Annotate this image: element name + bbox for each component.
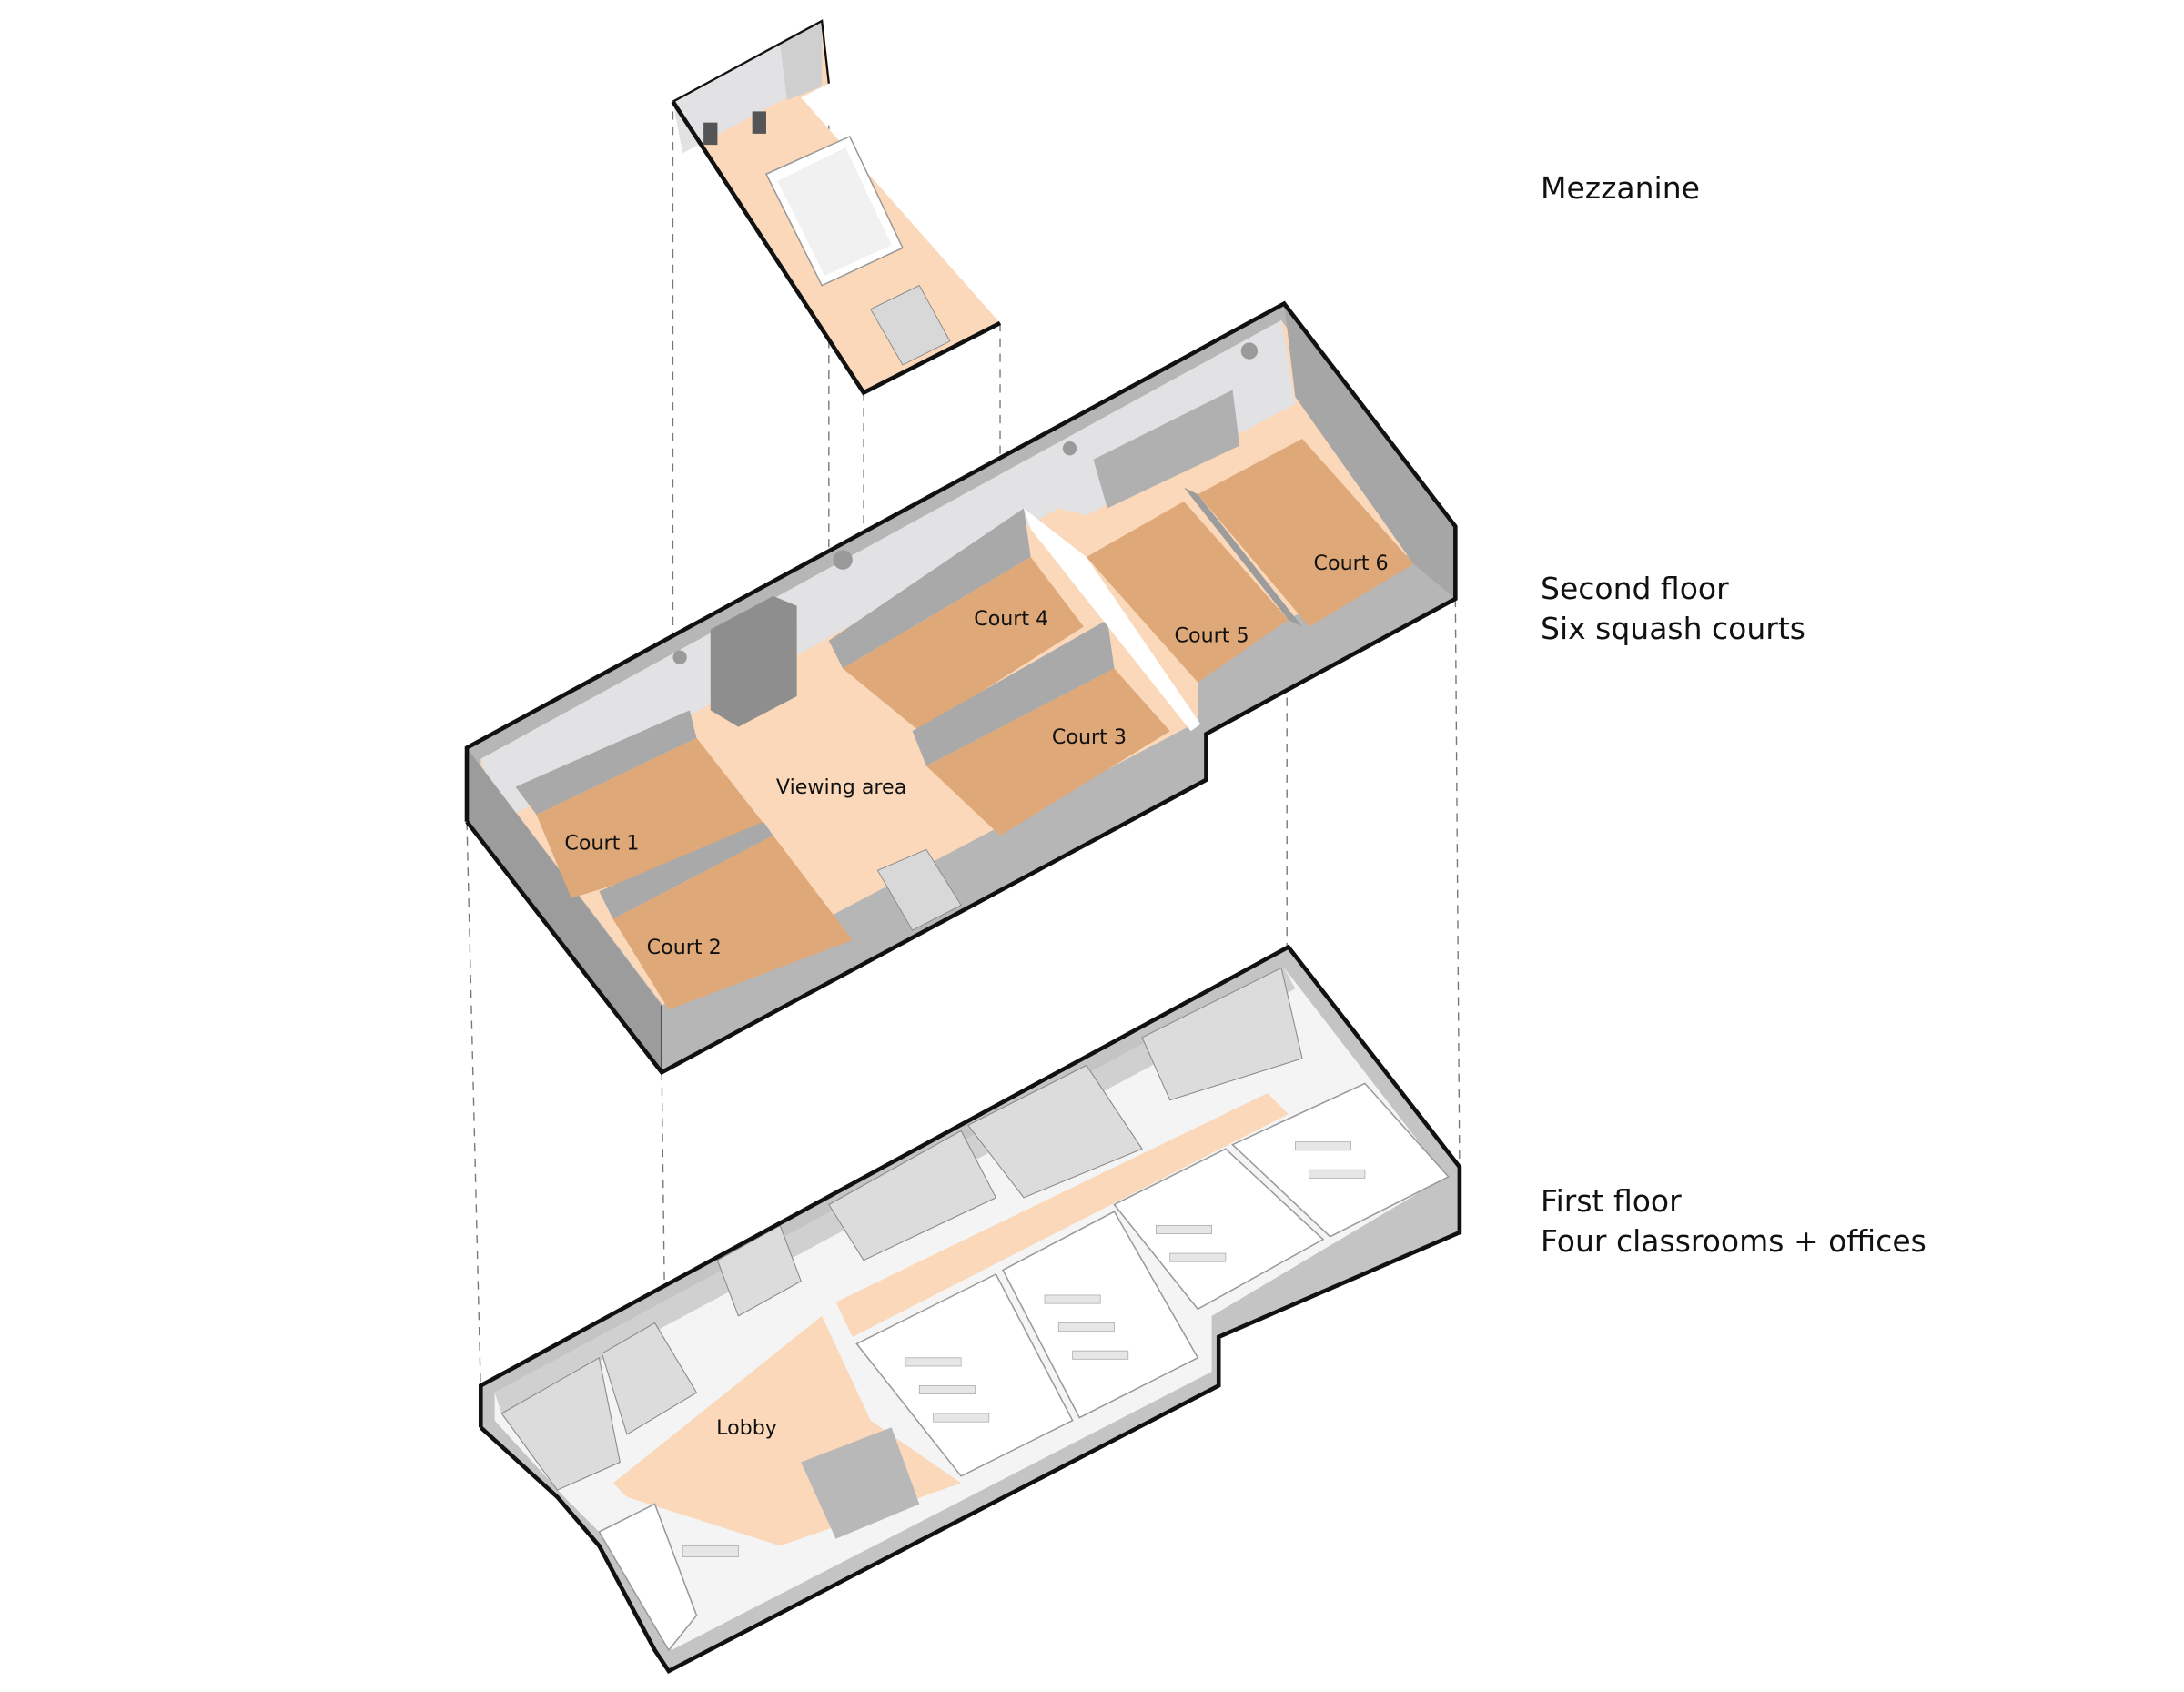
mezzanine-side-wall <box>780 20 823 101</box>
label-lobby: Lobby <box>716 1416 777 1440</box>
second-floor-title: Second floor <box>1541 571 1729 606</box>
label-court-4: Court 4 <box>974 607 1048 631</box>
back-wall-graphics <box>480 319 1296 822</box>
reception-stair <box>801 1427 920 1539</box>
mezzanine-back-wall <box>672 44 787 154</box>
court-5-floor <box>1086 501 1289 683</box>
label-court-1: Court 1 <box>564 831 639 855</box>
court-4-floor <box>843 557 1084 732</box>
label-court-2: Court 2 <box>647 936 722 959</box>
first-floor-subtitle: Four classrooms + offices <box>1541 1223 1926 1259</box>
classroom-4 <box>1231 1082 1450 1238</box>
first-floor-level <box>479 944 1462 1675</box>
label-court-6: Court 6 <box>1314 552 1389 575</box>
offices <box>500 967 1303 1491</box>
classroom-2 <box>1002 1211 1199 1419</box>
classroom-1 <box>855 1272 1074 1477</box>
second-floor-level <box>464 300 1458 1076</box>
corridor <box>835 1093 1289 1337</box>
room-labels: Court 1 Court 2 Court 3 Court 4 Court 5 … <box>564 552 1388 1440</box>
cafe-area <box>598 1503 698 1652</box>
court-3-floor <box>925 668 1170 836</box>
desks <box>682 1141 1366 1557</box>
door <box>703 122 718 146</box>
left-wall-face <box>467 747 662 1073</box>
stair <box>876 848 962 931</box>
mezzanine-opening-void <box>777 147 892 276</box>
stair <box>870 285 951 366</box>
bench-block <box>1093 390 1240 509</box>
mezzanine-title: Mezzanine <box>1541 170 1700 206</box>
door <box>752 111 766 134</box>
mezzanine-level <box>671 19 1002 396</box>
second-floor-subtitle: Six squash courts <box>1541 611 1805 646</box>
court-6-floor <box>1198 438 1414 627</box>
court-1-floor <box>536 737 774 898</box>
squash-player-silhouettes <box>672 342 1259 664</box>
label-viewing-area: Viewing area <box>776 775 906 799</box>
court-2-floor <box>612 836 853 1010</box>
level-label-second-floor: Second floor Six squash courts <box>1541 569 1805 649</box>
label-court-3: Court 3 <box>1052 725 1127 749</box>
level-label-mezzanine: Mezzanine <box>1541 168 1700 208</box>
right-wall <box>1284 303 1456 599</box>
elevator-core <box>710 595 797 727</box>
label-court-5: Court 5 <box>1175 623 1249 647</box>
classroom-3 <box>1113 1148 1325 1311</box>
first-floor-title: First floor <box>1541 1183 1682 1219</box>
level-label-first-floor: First floor Four classrooms + offices <box>1541 1181 1926 1261</box>
